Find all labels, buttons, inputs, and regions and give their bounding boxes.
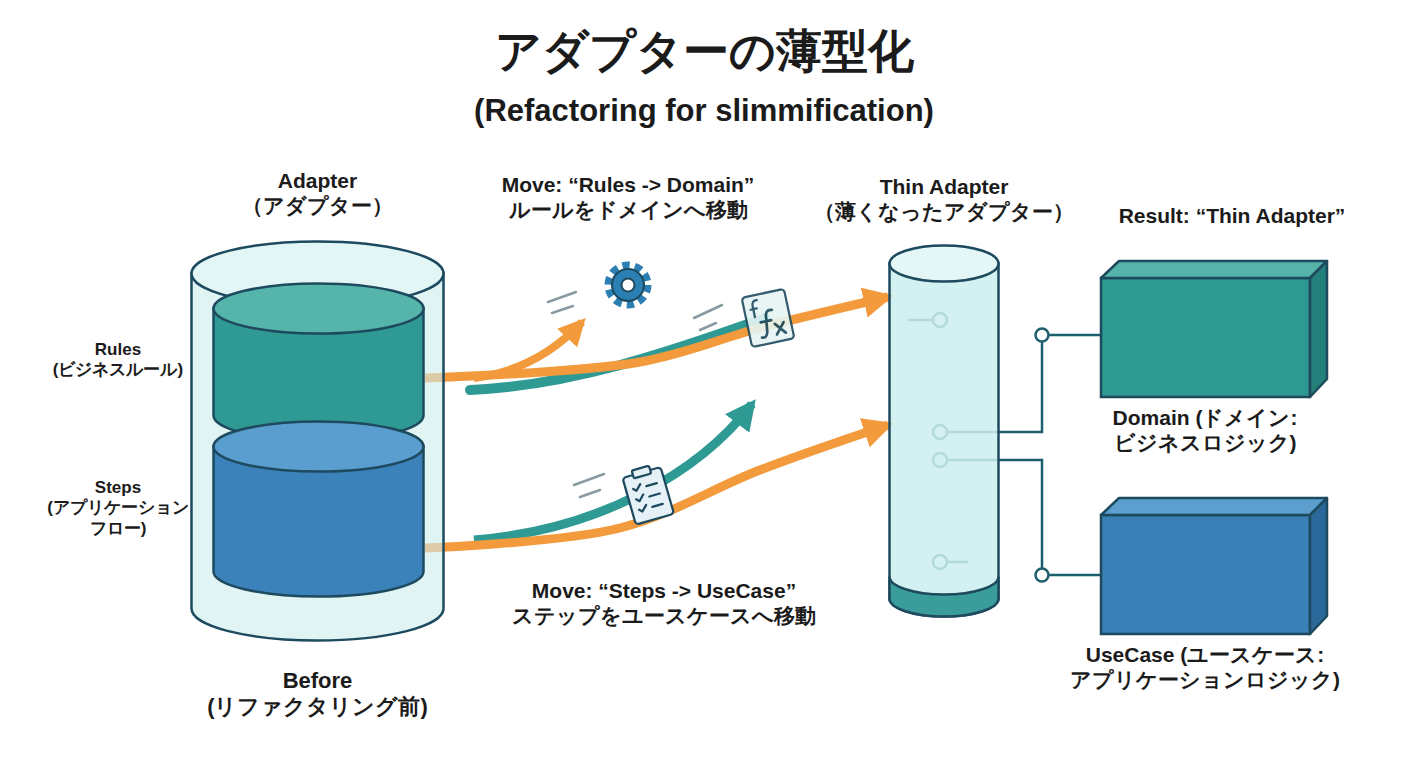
- domain-box: Domain (ドメイン: ビジネスロジック): [1100, 260, 1328, 398]
- box-top: [1101, 261, 1327, 278]
- result-label: Result: “Thin Adapter”: [1082, 203, 1382, 228]
- node-label: Domain (ドメイン: ビジネスロジック): [1045, 405, 1365, 455]
- node-label: Rules (ビジネスルール): [40, 340, 196, 381]
- node-outline: [212, 282, 425, 442]
- thin-adapter-cylinder: Thin Adapter （薄くなったアダプター）: [888, 244, 1000, 618]
- diagram-title: アダプターの薄型化: [0, 24, 1408, 79]
- edge-label: Move: “Rules -> Domain” ルールをドメインへ移動: [448, 172, 808, 222]
- junction-dot: [1036, 329, 1049, 342]
- node-label: Steps (アプリケーション フロー): [40, 478, 196, 539]
- steps-section: Steps (アプリケーション フロー): [212, 420, 425, 598]
- node-label: Adapter （アダプター）: [218, 168, 418, 218]
- cylinder-body: [192, 274, 444, 641]
- node-label: Before (リファクタリング前): [178, 668, 458, 721]
- edge-label: Move: “Steps -> UseCase” ステップをユースケースへ移動: [474, 578, 854, 628]
- box-front: [1101, 278, 1310, 397]
- motion-arrow: [474, 404, 752, 540]
- cylinder-base: [890, 577, 999, 617]
- box-side: [1310, 261, 1327, 397]
- cylinder-top: [214, 284, 424, 334]
- box-top: [1101, 498, 1327, 515]
- connector: [425, 297, 888, 378]
- box-front: [1101, 515, 1310, 634]
- motion-lines: [548, 292, 722, 497]
- adapter-cylinder: Adapter （アダプター）Before (リファクタリング前)Rules (…: [190, 240, 445, 642]
- usecase-box: UseCase (ユースケース: アプリケーションロジック): [1100, 497, 1328, 635]
- connector: [1000, 335, 1100, 432]
- cylinder-body: [890, 264, 999, 617]
- connector: [425, 425, 888, 548]
- node-outline: [888, 244, 1000, 618]
- subtitle: (Refactoring for slimmification): [304, 92, 1104, 129]
- moving-gear-icon: [609, 266, 647, 304]
- moving-function-icon: [742, 289, 795, 347]
- node-label: Thin Adapter （薄くなったアダプター）: [804, 174, 1084, 224]
- motion-arrow: [474, 322, 582, 378]
- node-outline: [1100, 260, 1328, 398]
- cylinder-top: [214, 422, 424, 472]
- node-label: UseCase (ユースケース: アプリケーションロジック): [1070, 642, 1340, 692]
- rules-section: Rules (ビジネスルール): [212, 282, 425, 442]
- junction-dot: [1036, 569, 1049, 582]
- box-side: [1310, 498, 1327, 634]
- motion-swoosh: [470, 318, 765, 390]
- node-outline: [212, 420, 425, 598]
- cylinder-top: [890, 246, 999, 282]
- node-outline: [1100, 497, 1328, 635]
- moving-checklist-icon: [621, 463, 674, 525]
- connector: [1000, 460, 1100, 575]
